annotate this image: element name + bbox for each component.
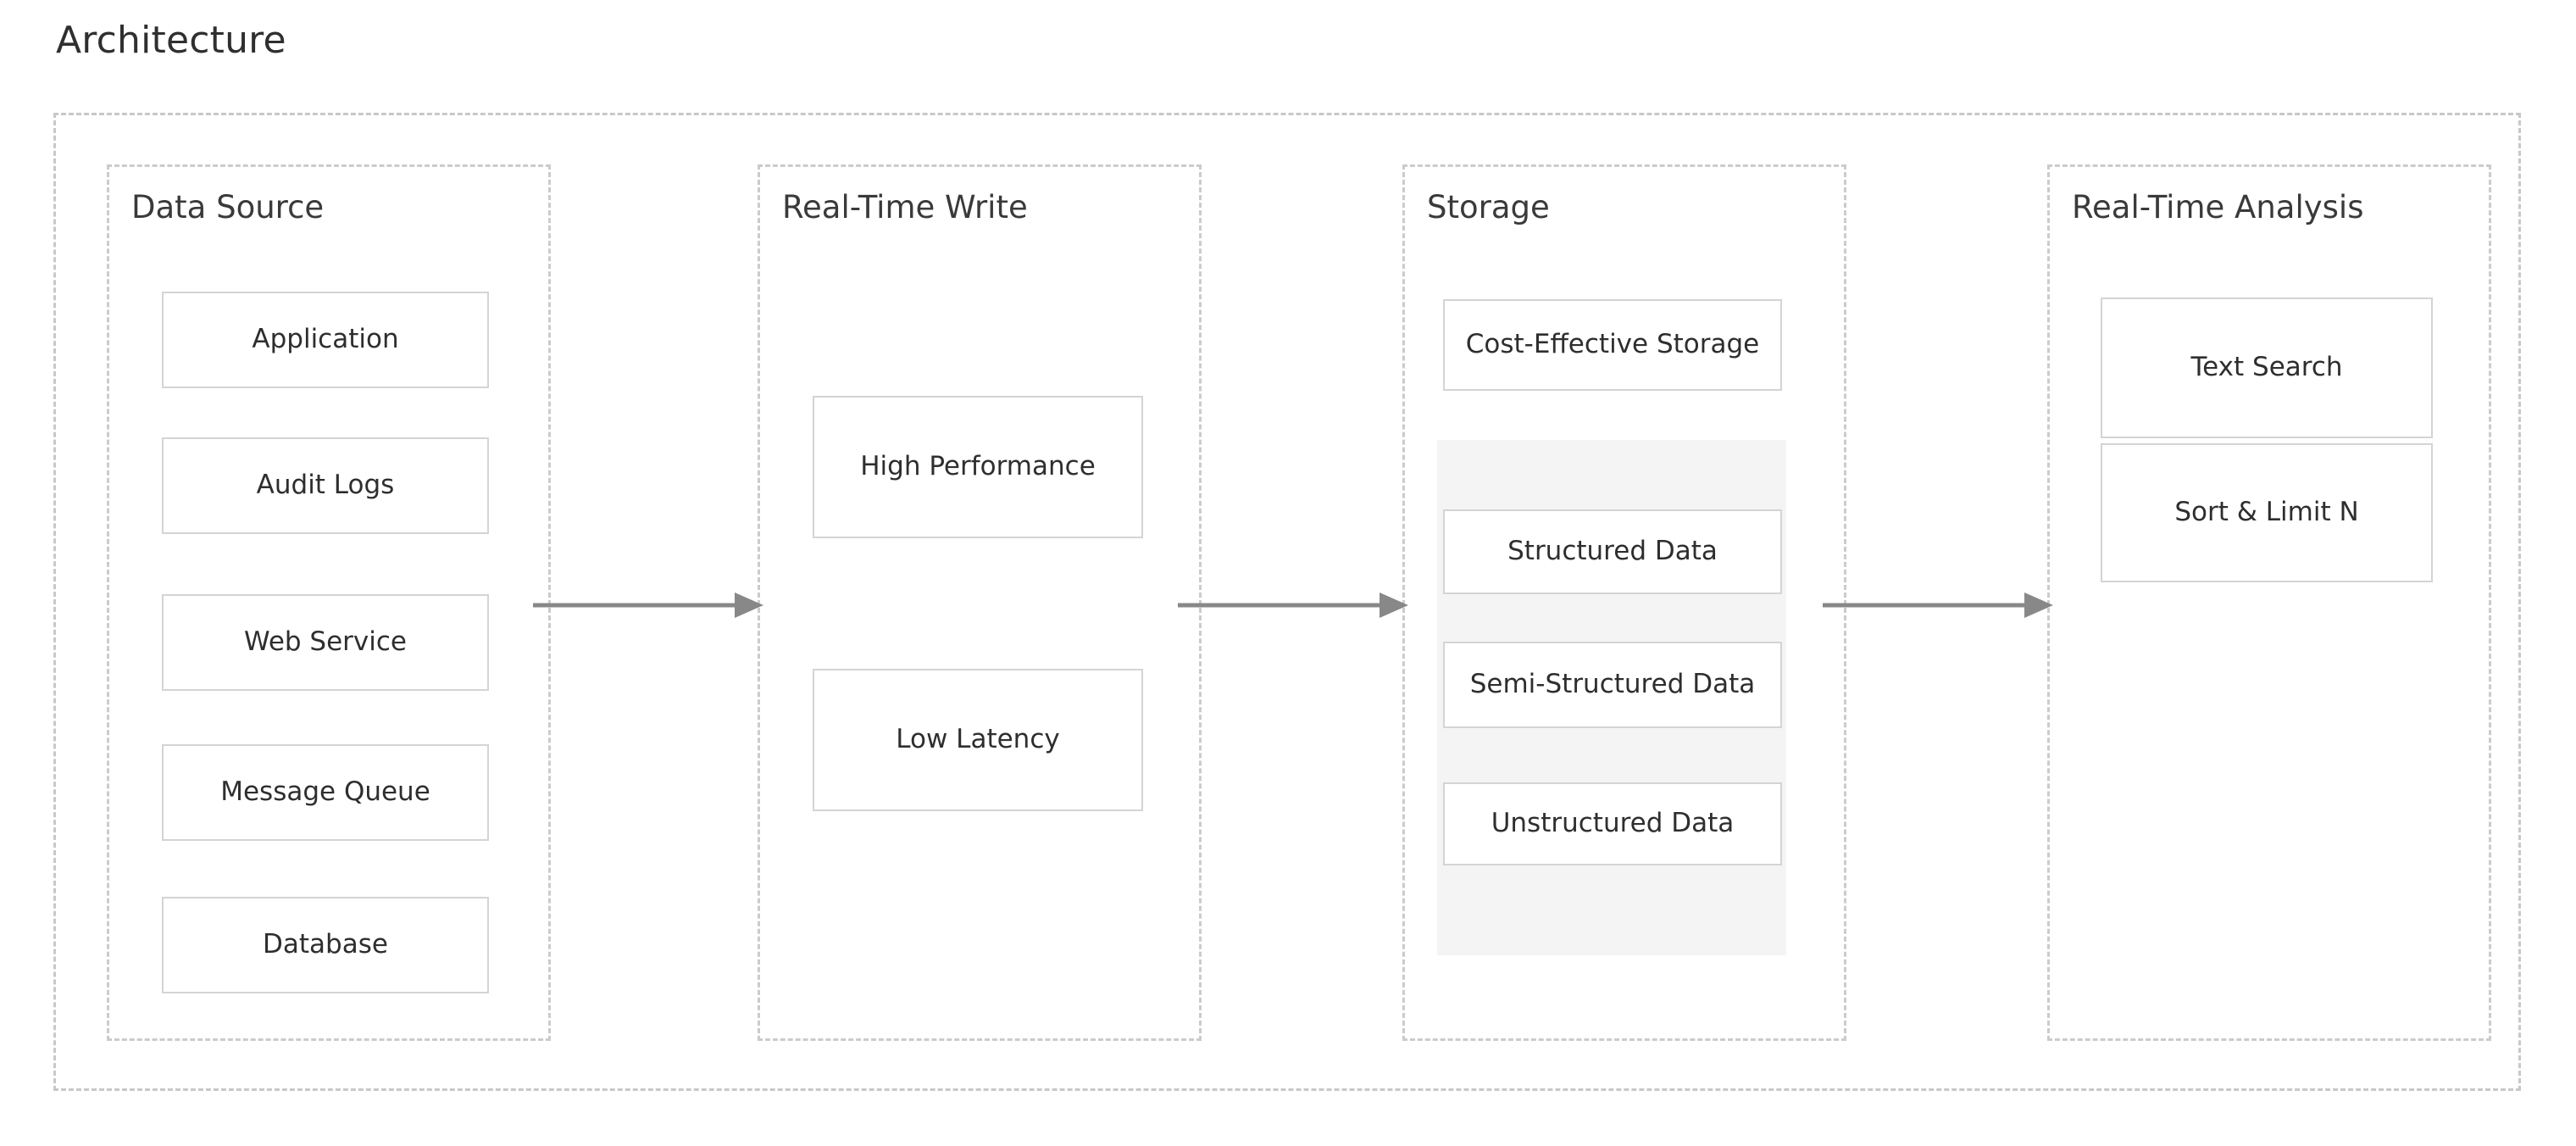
node-unstructured-data[interactable]: Unstructured Data <box>1443 782 1782 865</box>
arrow-data-source-to-real-time-write <box>533 588 763 622</box>
node-audit-logs[interactable]: Audit Logs <box>162 437 489 534</box>
arrow-real-time-write-to-storage <box>1178 588 1408 622</box>
node-semi-structured-data[interactable]: Semi-Structured Data <box>1443 642 1782 728</box>
node-structured-data[interactable]: Structured Data <box>1443 509 1782 594</box>
stage-title-real-time-write: Real-Time Write <box>782 189 1028 225</box>
node-application[interactable]: Application <box>162 292 489 388</box>
node-cost-effective-storage[interactable]: Cost-Effective Storage <box>1443 299 1782 391</box>
node-web-service[interactable]: Web Service <box>162 594 489 691</box>
stage-real-time-write: Real-Time Write High Performance Low Lat… <box>758 164 1202 1041</box>
stage-title-data-source: Data Source <box>131 189 325 225</box>
stage-title-real-time-analysis: Real-Time Analysis <box>2072 189 2364 225</box>
stage-title-storage: Storage <box>1427 189 1550 225</box>
node-sort-and-limit-n[interactable]: Sort & Limit N <box>2101 443 2433 582</box>
node-database[interactable]: Database <box>162 897 489 993</box>
architecture-outer-frame <box>53 113 2521 1091</box>
stage-data-source: Data Source Application Audit Logs Web S… <box>107 164 551 1041</box>
stage-storage: Storage Cost-Effective Storage Structure… <box>1402 164 1846 1041</box>
arrow-storage-to-real-time-analysis <box>1823 588 2053 622</box>
node-high-performance[interactable]: High Performance <box>813 396 1143 538</box>
node-low-latency[interactable]: Low Latency <box>813 669 1143 811</box>
page-title: Architecture <box>56 19 286 62</box>
node-message-queue[interactable]: Message Queue <box>162 744 489 841</box>
stage-real-time-analysis: Real-Time Analysis Text Search Sort & Li… <box>2047 164 2491 1041</box>
node-text-search[interactable]: Text Search <box>2101 298 2433 438</box>
